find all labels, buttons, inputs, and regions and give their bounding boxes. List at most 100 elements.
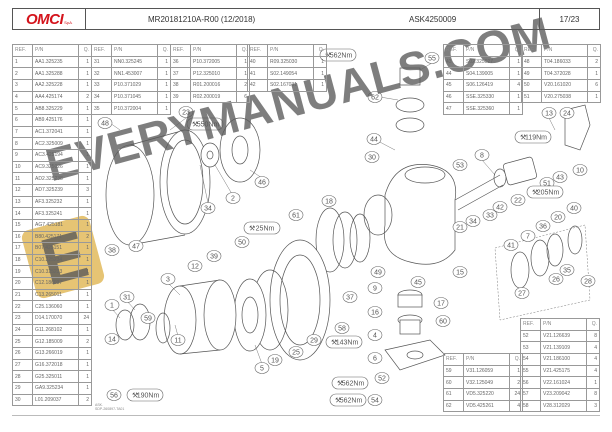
ref-cell: 37 <box>170 67 191 80</box>
ref-cell: REF. <box>91 44 112 57</box>
page-number-box: 17/23 <box>539 8 600 30</box>
ref-cell: 50 <box>521 78 542 92</box>
quantity-cell: 2 <box>78 230 92 244</box>
callout-29: 29 <box>306 334 322 346</box>
callout-26: 26 <box>548 273 564 285</box>
callout-53: 53 <box>452 159 468 171</box>
svg-text:4: 4 <box>373 332 377 339</box>
quantity-cell: 8 <box>586 387 600 401</box>
ref-cell: 40 <box>247 55 268 69</box>
part-number-cell: AD2.325238 <box>32 172 79 185</box>
wrench-icon: ⚒ <box>335 397 341 405</box>
ref-cell: 27 <box>12 358 33 372</box>
ref-cell: 15 <box>12 218 33 232</box>
part-number-cell: G11.268102 <box>32 323 79 337</box>
callout-41: 41 <box>503 239 519 251</box>
part-number-cell: V20.275038 <box>541 90 588 104</box>
svg-text:190Nm: 190Nm <box>137 393 160 400</box>
callout-62: 62 <box>367 91 383 103</box>
part-number-cell: R09.325030 <box>267 55 314 69</box>
quantity-cell: 8 <box>586 329 600 343</box>
part-number-cell: G13.266019 <box>32 347 79 360</box>
part-number-cell: V28.312029 <box>540 399 587 413</box>
callout-28: 28 <box>580 275 596 287</box>
callout-36: 36 <box>535 220 551 232</box>
callout-35: 35 <box>559 264 575 276</box>
part-number-cell: AA1.325235 <box>32 55 79 69</box>
svg-text:47: 47 <box>132 243 140 250</box>
part-number-cell: P10.371029 <box>111 78 158 92</box>
ref-cell: 32 <box>91 67 112 80</box>
wrench-icon: ⚒ <box>520 134 526 142</box>
quantity-cell: 1 <box>157 67 171 80</box>
callout-7: 7 <box>520 230 536 242</box>
quantity-cell: 6 <box>587 78 601 92</box>
quantity-cell: 1 <box>78 137 92 150</box>
callout-58: 58 <box>334 322 350 334</box>
part-number-cell: AA2.325228 <box>32 78 79 92</box>
ref-cell: 61 <box>443 387 464 401</box>
quantity-cell: 4 <box>509 399 523 413</box>
ref-cell: 10 <box>12 160 33 174</box>
callout-56: 56 <box>106 389 122 401</box>
part-number-cell: P12.325010 <box>190 67 237 80</box>
svg-text:49: 49 <box>374 269 382 276</box>
ref-cell: 16 <box>12 230 33 244</box>
part-number-cell: C25.136060 <box>32 300 79 314</box>
part-number-cell: D14.170070 <box>32 312 79 325</box>
quantity-cell: 3 <box>78 183 92 197</box>
callout-45: 45 <box>410 276 426 288</box>
part-number-cell: NN1.453007 <box>111 67 158 80</box>
seal-rings <box>315 207 591 321</box>
part-number-cell: C10.225234 <box>32 253 79 267</box>
ref-cell: 9 <box>12 148 33 162</box>
callout-17: 17 <box>433 297 449 309</box>
svg-text:15: 15 <box>456 269 464 276</box>
quantity-cell: 1 <box>78 277 92 290</box>
callout-30: 30 <box>364 151 380 163</box>
svg-text:562Nm: 562Nm <box>330 53 353 60</box>
part-number-cell: V23.209042 <box>540 387 587 401</box>
part-number-cell: SSE.325360 <box>463 102 510 115</box>
callout-33: 33 <box>482 209 498 221</box>
ref-cell: 33 <box>91 78 112 92</box>
part-number-cell: AC9.325026 <box>32 160 79 174</box>
svg-text:34: 34 <box>469 218 477 225</box>
part-number-cell: V21.126639 <box>540 329 587 343</box>
svg-text:37: 37 <box>346 294 354 301</box>
quantity-cell: 2 <box>587 55 601 69</box>
part-number-cell: P/N <box>463 353 510 366</box>
part-number-cell: NN0.325245 <box>111 55 158 69</box>
part-number-cell: AD7.325239 <box>32 183 79 197</box>
wrench-icon: ⚒ <box>192 121 198 129</box>
svg-text:36: 36 <box>539 223 547 230</box>
svg-text:42: 42 <box>496 204 504 211</box>
callout-44: 44 <box>366 133 382 145</box>
callout-42: 42 <box>492 201 508 213</box>
ref-cell: 5 <box>12 102 33 115</box>
callout-12: 12 <box>187 260 203 272</box>
planet-gear-part <box>115 303 171 344</box>
quantity-cell: 1 <box>78 370 92 384</box>
part-number-cell: C10.325233 <box>32 265 79 279</box>
wrench-icon: ⚒ <box>249 225 255 233</box>
quantity-cell: 1 <box>78 125 92 139</box>
planet-carrier-part <box>219 117 261 183</box>
ref-cell: 3 <box>12 78 33 92</box>
